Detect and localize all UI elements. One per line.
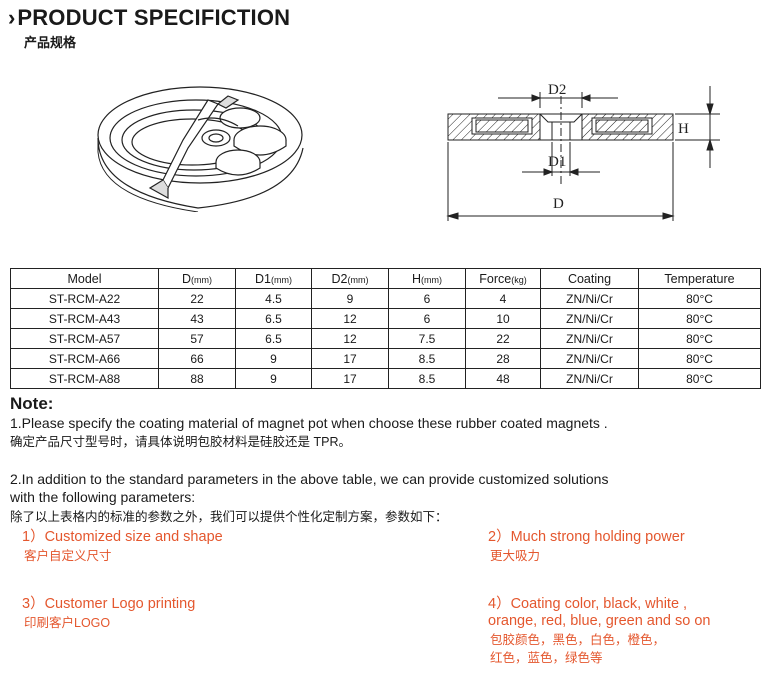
notes-title: Note: bbox=[10, 394, 54, 413]
custom-item-4-cn-line1: 包胶颜色，黑色，白色，橙色， bbox=[490, 633, 666, 647]
custom-item-1-cn: 客户自定义尺寸 bbox=[24, 549, 112, 563]
page-header: › PRODUCT SPECIFICTION bbox=[8, 4, 290, 32]
h-label: H bbox=[678, 121, 689, 137]
custom-item-4-en-line2: orange, red, blue, green and so on bbox=[488, 613, 711, 629]
chevron-right-icon: › bbox=[8, 5, 16, 30]
d2-label: D2 bbox=[548, 82, 566, 98]
col-header-d1: D1(mm) bbox=[235, 268, 312, 289]
note-1-cn: 确定产品尺寸型号时，请具体说明包胶材料是硅胶还是 TPR。 bbox=[10, 435, 351, 449]
col-header-h: H(mm) bbox=[388, 268, 466, 289]
d1-label: D1 bbox=[548, 154, 566, 170]
note-2-en-line2: with the following parameters: bbox=[10, 489, 196, 505]
col-header-coating: Coating bbox=[540, 268, 639, 289]
custom-item-4-cn-line2: 红色，蓝色，绿色等 bbox=[490, 651, 603, 665]
col-header-force: Force(kg) bbox=[465, 268, 541, 289]
cross-section-diagram: D2 D1 D H bbox=[446, 82, 720, 221]
custom-item-1-en: 1）Customized size and shape bbox=[22, 529, 223, 545]
page-title: PRODUCT SPECIFICTION bbox=[17, 5, 291, 30]
col-header-d: D(mm) bbox=[158, 268, 236, 289]
note-1-en: 1.Please specify the coating material of… bbox=[10, 415, 608, 431]
col-header-temperature: Temperature bbox=[638, 268, 761, 289]
spec-table: Model D(mm) D1(mm) D2(mm) H(mm) Force(kg… bbox=[10, 268, 761, 389]
table-header-row: Model D(mm) D1(mm) D2(mm) H(mm) Force(kg… bbox=[10, 268, 761, 289]
custom-item-2-cn: 更大吸力 bbox=[490, 549, 541, 563]
note-2-en-line1: 2.In addition to the standard parameters… bbox=[10, 471, 609, 487]
product-illustration bbox=[97, 86, 304, 212]
custom-item-3-cn: 印刷客户LOGO bbox=[24, 616, 111, 630]
custom-item-3-en: 3）Customer Logo printing bbox=[22, 596, 196, 612]
d-label: D bbox=[553, 196, 564, 212]
note-2-cn: 除了以上表格内的标准的参数之外，我们可以提供个性化定制方案，参数如下： bbox=[10, 510, 448, 524]
col-header-d2: D2(mm) bbox=[311, 268, 389, 289]
custom-item-2-en: 2）Much strong holding power bbox=[488, 529, 685, 545]
col-header-model: Model bbox=[10, 268, 159, 289]
custom-item-4-en-line1: 4）Coating color, black, white , bbox=[488, 596, 688, 612]
page-subtitle: 产品规格 bbox=[24, 35, 77, 50]
